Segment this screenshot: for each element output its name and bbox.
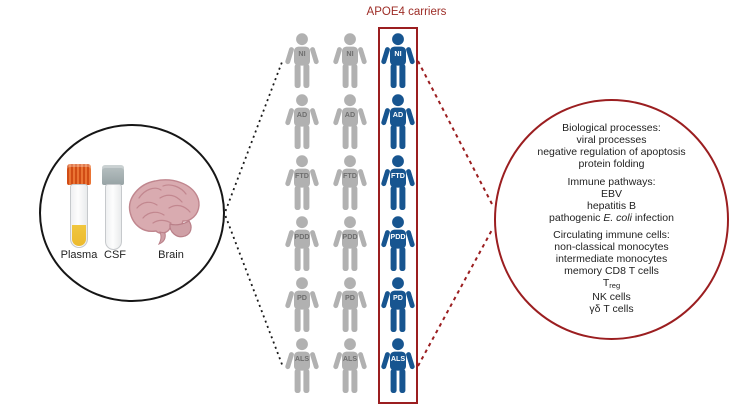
person-label: ALS xyxy=(295,354,310,363)
person-icon-carrier: NI xyxy=(381,33,415,88)
person-label: PD xyxy=(393,293,403,302)
person-label: PDD xyxy=(294,232,309,241)
cohort-grid: NI NI NI AD AD AD FTD FTD FTD PDD PDD PDD PD PD PD ALS A… xyxy=(285,33,415,394)
apoe4-carriers-title: APOE4 carriers xyxy=(366,6,447,18)
person-icon: ALS xyxy=(333,338,367,393)
brain-icon xyxy=(125,176,205,248)
person-icon: FTD xyxy=(285,155,319,210)
finding-item: intermediate monocytes xyxy=(555,253,668,266)
person-label: FTD xyxy=(295,171,309,180)
person-label: FTD xyxy=(391,171,405,180)
plasma-liquid xyxy=(72,225,86,246)
plasma-tube-icon xyxy=(70,184,88,248)
findings-section: Circulating immune cells:non-classical m… xyxy=(537,230,685,315)
finding-item-segment: E. coli xyxy=(603,211,632,224)
person-label: NI xyxy=(298,49,305,58)
finding-item: viral processes xyxy=(576,134,647,147)
finding-item: hepatitis B xyxy=(586,199,637,212)
plasma-tube-cap xyxy=(67,164,91,185)
apoe4-carriers-box xyxy=(377,27,418,404)
brain-label: Brain xyxy=(158,249,184,261)
finding-item: EBV xyxy=(600,187,622,200)
section-heading: Circulating immune cells: xyxy=(553,229,670,242)
biosample-content: Plasma CSF Brain xyxy=(41,126,223,300)
person-label: AD xyxy=(393,110,403,119)
person-label: PDD xyxy=(342,232,357,241)
person-icon: FTD xyxy=(333,155,367,210)
person-icon-carrier: PDD xyxy=(381,216,415,271)
finding-item: protein folding xyxy=(578,157,645,170)
person-label: ALS xyxy=(391,354,406,363)
finding-item-segment: pathogenic xyxy=(549,211,604,224)
person-label: ALS xyxy=(343,354,358,363)
person-icon: NI xyxy=(285,33,319,88)
person-label: FTD xyxy=(343,171,357,180)
finding-item: Treg xyxy=(537,277,685,292)
csf-tube-cap xyxy=(102,165,124,185)
person-icon: PD xyxy=(333,277,367,332)
finding-item: NK cells xyxy=(592,290,631,303)
csf-tube-icon xyxy=(104,184,122,250)
finding-item: pathogenic E. coli infection xyxy=(537,211,685,225)
person-label: PD xyxy=(297,293,307,302)
person-icon: NI xyxy=(333,33,367,88)
finding-item: negative regulation of apoptosis xyxy=(537,146,686,159)
person-label: NI xyxy=(394,49,401,58)
finding-item-segment: infection xyxy=(631,211,674,224)
person-icon: AD xyxy=(285,94,319,149)
finding-item: memory CD8 T cells xyxy=(564,265,659,278)
biosample-circle: Plasma CSF Brain xyxy=(39,124,225,302)
finding-item: γδ T cells xyxy=(589,302,634,315)
person-label: AD xyxy=(345,110,355,119)
finding-item-segment: reg xyxy=(609,281,621,291)
dashed-line-black-top xyxy=(224,61,283,212)
person-icon-carrier: PD xyxy=(381,277,415,332)
section-heading: Immune pathways: xyxy=(567,175,656,188)
person-icon: ALS xyxy=(285,338,319,393)
section-heading: Biological processes: xyxy=(562,122,661,135)
finding-item-segment: T xyxy=(602,277,610,290)
person-icon-carrier: FTD xyxy=(381,155,415,210)
person-icon: PDD xyxy=(285,216,319,271)
dashed-line-red-bottom xyxy=(417,227,494,367)
plasma-label: Plasma xyxy=(60,249,98,261)
person-label: PD xyxy=(345,293,355,302)
person-icon: PD xyxy=(285,277,319,332)
person-icon: PDD xyxy=(333,216,367,271)
dashed-line-red-top xyxy=(417,60,494,207)
person-label: NI xyxy=(346,49,353,58)
person-label: AD xyxy=(297,110,307,119)
finding-item: non-classical monocytes xyxy=(554,241,669,254)
person-icon: AD xyxy=(333,94,367,149)
person-label: PDD xyxy=(390,232,405,241)
csf-label: CSF xyxy=(104,249,126,261)
person-icon-carrier: ALS xyxy=(381,338,415,393)
person-icon-carrier: AD xyxy=(381,94,415,149)
dashed-line-black-bottom xyxy=(224,215,284,368)
